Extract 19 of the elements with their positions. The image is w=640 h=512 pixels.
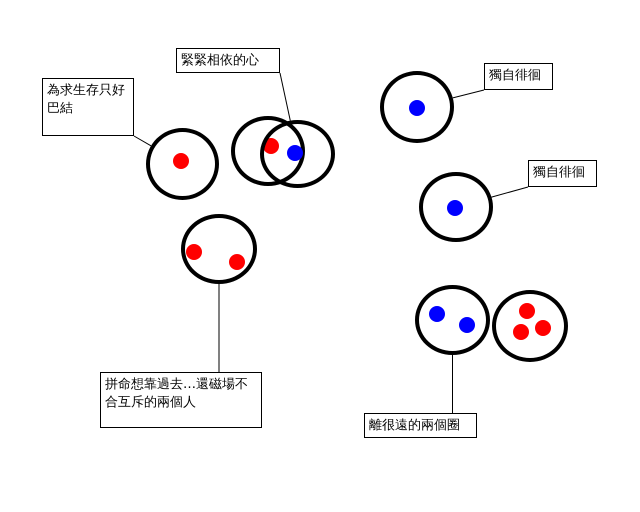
- circle: [146, 128, 219, 200]
- note-box: 獨自徘徊: [528, 160, 597, 187]
- note-box: 拼命想靠過去…還磁場不合互斥的兩個人: [100, 372, 262, 428]
- circle: [260, 120, 335, 188]
- leader-line: [218, 284, 220, 372]
- circle: [415, 285, 490, 355]
- leader-line: [452, 90, 484, 98]
- note-box: 獨自徘徊: [484, 63, 553, 90]
- circle: [492, 290, 568, 362]
- leader-line: [452, 354, 453, 414]
- leader-line: [280, 72, 291, 122]
- circle: [419, 172, 493, 242]
- note-box: 為求生存只好巴結: [42, 78, 134, 136]
- note-box: 緊緊相依的心: [176, 48, 280, 73]
- leader-line: [491, 186, 528, 198]
- circle: [380, 71, 454, 143]
- note-box: 離很遠的兩個圈: [364, 413, 477, 438]
- leader-line: [134, 136, 152, 146]
- circle: [181, 214, 257, 284]
